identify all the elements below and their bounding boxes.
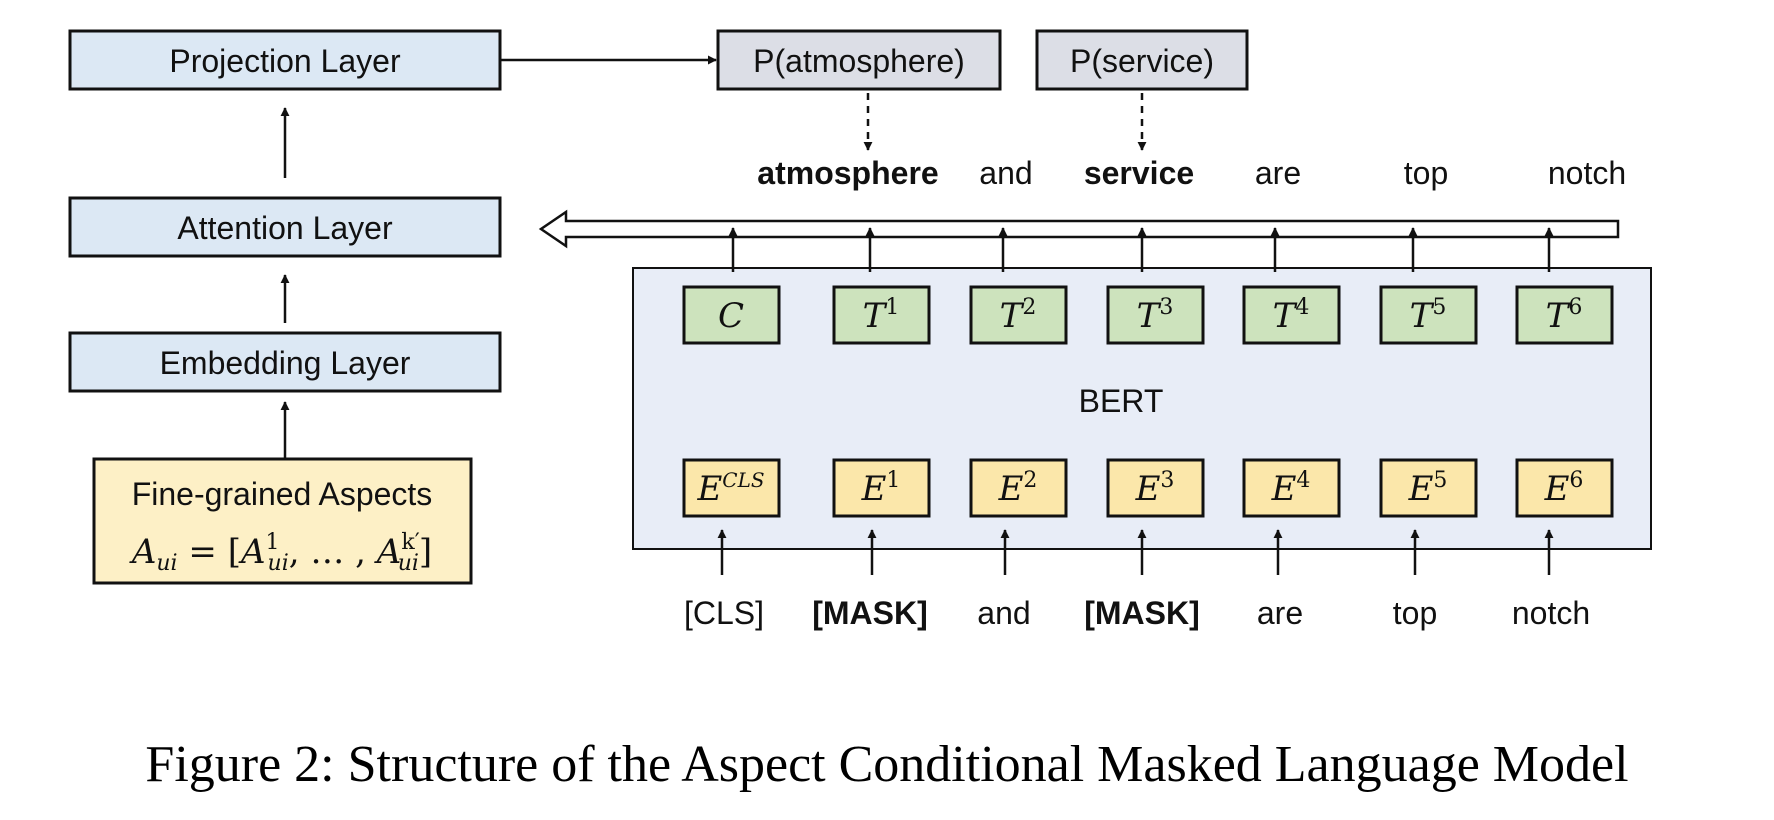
output-word: atmosphere — [757, 155, 938, 191]
bert-label: BERT — [1079, 383, 1164, 419]
input-word: [CLS] — [684, 595, 764, 631]
input-word: top — [1393, 595, 1437, 631]
token-to-attention-arrows — [728, 227, 1554, 272]
svg-text:E2: E2 — [998, 468, 1038, 509]
figure-caption: Figure 2: Structure of the Aspect Condit… — [145, 736, 1628, 793]
output-token-box: C — [682, 285, 781, 345]
output-word: top — [1404, 155, 1448, 191]
input-embedding-box: E4 — [1242, 458, 1341, 518]
output-word: notch — [1548, 155, 1626, 191]
output-token-box: T5 — [1379, 285, 1478, 345]
output-word: are — [1255, 155, 1301, 191]
input-embedding-box: E5 — [1379, 458, 1478, 518]
input-embedding-box: E6 — [1515, 458, 1614, 518]
projection-layer-box: Projection Layer — [68, 29, 502, 91]
output-tokens-row: C T1 T2 T3 T4 T5 T6 — [682, 285, 1614, 345]
input-words-row: [CLS] [MASK] and [MASK] are top notch — [684, 595, 1590, 631]
svg-text:E1: E1 — [861, 468, 901, 509]
output-word: and — [979, 155, 1032, 191]
prediction-service-label: P(service) — [1070, 43, 1214, 79]
svg-text:T2: T2 — [1000, 295, 1037, 336]
svg-text:E3: E3 — [1135, 468, 1175, 509]
projection-layer-label: Projection Layer — [169, 43, 401, 79]
svg-text:E5: E5 — [1408, 468, 1448, 509]
output-token-box: T6 — [1515, 285, 1614, 345]
prediction-service-box: P(service) — [1035, 29, 1249, 91]
svg-text:C: C — [718, 296, 744, 336]
output-token-box: T4 — [1242, 285, 1341, 345]
input-word: are — [1257, 595, 1303, 631]
input-word: [MASK] — [812, 595, 928, 631]
aspects-title: Fine-grained Aspects — [132, 476, 433, 512]
output-token-box: T3 — [1106, 285, 1205, 345]
output-words-row: atmosphere and service are top notch — [757, 155, 1626, 191]
attention-layer-box: Attention Layer — [68, 196, 502, 258]
input-embedding-box: ECLS — [682, 458, 781, 518]
svg-text:T5: T5 — [1410, 295, 1447, 336]
svg-text:ECLS: ECLS — [696, 468, 764, 509]
input-embedding-box: E2 — [969, 458, 1068, 518]
input-embeddings-row: ECLS E1 E2 E3 E4 E5 E6 — [682, 458, 1614, 518]
input-word: and — [977, 595, 1030, 631]
output-token-box: T1 — [832, 285, 931, 345]
input-embedding-box: E1 — [832, 458, 931, 518]
input-word: [MASK] — [1084, 595, 1200, 631]
svg-text:T1: T1 — [863, 295, 900, 336]
svg-text:T3: T3 — [1137, 295, 1174, 336]
input-word: notch — [1512, 595, 1590, 631]
embedding-layer-label: Embedding Layer — [160, 345, 411, 381]
input-to-embedding-arrows — [717, 529, 1554, 575]
prediction-atmosphere-box: P(atmosphere) — [716, 29, 1002, 91]
embedding-layer-box: Embedding Layer — [68, 331, 502, 393]
input-embedding-box: E3 — [1106, 458, 1205, 518]
svg-text:E6: E6 — [1544, 468, 1584, 509]
svg-text:E4: E4 — [1271, 468, 1311, 509]
svg-text:T6: T6 — [1546, 295, 1583, 336]
output-token-box: T2 — [969, 285, 1068, 345]
attention-layer-label: Attention Layer — [177, 210, 393, 246]
svg-text:T4: T4 — [1273, 295, 1310, 336]
hollow-arrow-to-attention — [538, 209, 1620, 249]
output-word: service — [1084, 155, 1194, 191]
prediction-atmosphere-label: P(atmosphere) — [753, 43, 965, 79]
